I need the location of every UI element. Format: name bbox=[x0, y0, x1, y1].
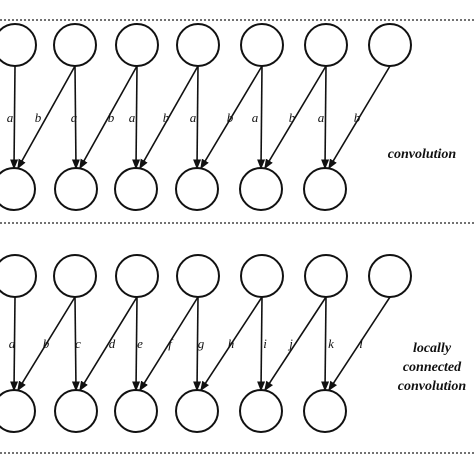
output-node bbox=[239, 389, 283, 433]
input-node bbox=[304, 23, 348, 67]
edge-arrow bbox=[193, 296, 202, 392]
edge-label: e bbox=[137, 336, 143, 351]
edge-arrow bbox=[257, 65, 266, 170]
edge-arrow bbox=[200, 65, 263, 170]
edge-label: b bbox=[108, 110, 115, 125]
edge-arrow bbox=[328, 65, 391, 170]
edge-arrow bbox=[264, 65, 327, 170]
edge-label: k bbox=[328, 336, 334, 351]
input-node bbox=[240, 23, 284, 67]
locally-connected-caption-line-3: convolution bbox=[398, 379, 467, 394]
edge-arrow bbox=[193, 65, 202, 170]
input-node bbox=[368, 23, 412, 67]
edge-arrow bbox=[17, 65, 76, 170]
edge-arrow bbox=[257, 296, 266, 392]
output-node bbox=[114, 167, 158, 211]
edge-label: d bbox=[109, 336, 116, 351]
edge-arrow bbox=[132, 65, 141, 170]
edge-label: l bbox=[359, 336, 363, 351]
edge-arrow bbox=[17, 296, 76, 392]
edge-arrow bbox=[264, 296, 327, 392]
input-node bbox=[176, 254, 220, 298]
input-node bbox=[115, 23, 159, 67]
edge-label: b bbox=[354, 110, 361, 125]
edge-arrow bbox=[321, 65, 330, 170]
edge-label: b bbox=[163, 110, 170, 125]
edge-label: b bbox=[35, 110, 42, 125]
edge-label: a bbox=[9, 336, 16, 351]
convolution-caption: convolution bbox=[388, 147, 457, 162]
edge-arrow bbox=[10, 65, 19, 170]
edge-arrow bbox=[71, 296, 80, 392]
input-node bbox=[368, 254, 412, 298]
output-node bbox=[114, 389, 158, 433]
edge-arrow bbox=[10, 296, 19, 392]
edge-label: f bbox=[168, 336, 174, 351]
edge-label: a bbox=[129, 110, 136, 125]
output-node bbox=[0, 389, 36, 433]
output-node bbox=[239, 167, 283, 211]
edge-label: b bbox=[227, 110, 234, 125]
output-node bbox=[0, 167, 36, 211]
input-node bbox=[0, 23, 37, 67]
edge-label: a bbox=[318, 110, 325, 125]
edge-arrow bbox=[321, 296, 330, 392]
output-node bbox=[54, 167, 98, 211]
input-node bbox=[240, 254, 284, 298]
edge-arrow bbox=[79, 65, 138, 170]
locally-connected-caption-line-1: locally bbox=[413, 341, 452, 356]
edge-arrow bbox=[132, 296, 141, 392]
input-node bbox=[115, 254, 159, 298]
locally-connected-caption-line-2: connected bbox=[403, 360, 462, 375]
edge-label: a bbox=[252, 110, 259, 125]
edge-label: a bbox=[71, 110, 78, 125]
locally-connected-panel: a b c d e f g h i j k l bbox=[0, 254, 412, 433]
edge-label: h bbox=[228, 336, 235, 351]
edge-label: c bbox=[75, 336, 81, 351]
edge-label: b bbox=[289, 110, 296, 125]
edge-label: a bbox=[7, 110, 14, 125]
output-node bbox=[175, 389, 219, 433]
output-node bbox=[303, 167, 347, 211]
edge-label: j bbox=[287, 336, 293, 351]
edge-arrow bbox=[71, 65, 80, 170]
edge-arrow bbox=[139, 65, 199, 170]
output-node bbox=[303, 389, 347, 433]
input-node bbox=[304, 254, 348, 298]
input-node bbox=[53, 23, 97, 67]
input-node bbox=[0, 254, 37, 298]
input-node bbox=[53, 254, 97, 298]
edge-label: b bbox=[43, 336, 50, 351]
edge-label: i bbox=[263, 336, 267, 351]
edge-label: g bbox=[198, 336, 205, 351]
edge-arrow bbox=[79, 296, 138, 392]
output-node bbox=[175, 167, 219, 211]
edge-label: a bbox=[190, 110, 197, 125]
edge-arrow bbox=[139, 296, 199, 392]
edge-arrow bbox=[200, 296, 263, 392]
output-node bbox=[54, 389, 98, 433]
input-node bbox=[176, 23, 220, 67]
edge-arrow bbox=[328, 296, 391, 392]
